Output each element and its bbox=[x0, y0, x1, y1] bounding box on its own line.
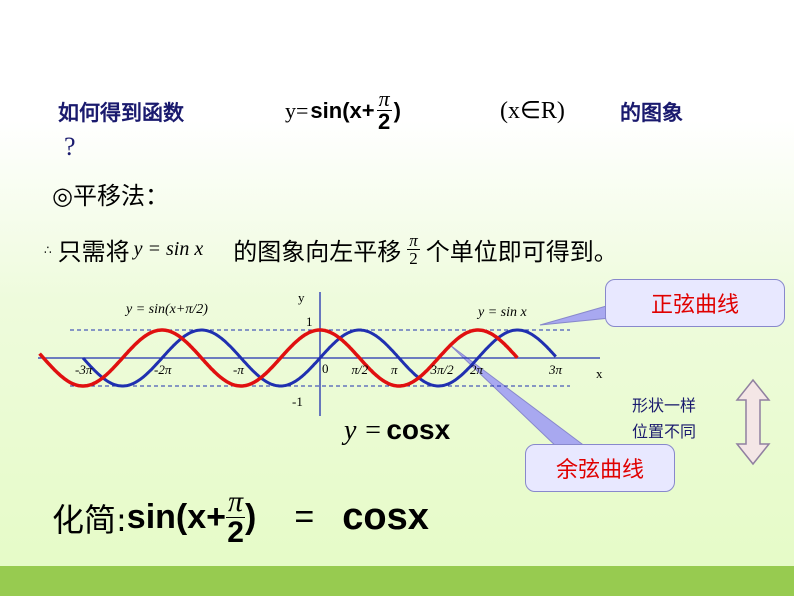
simplify-label: 化简: bbox=[52, 500, 127, 539]
question-prefix: 如何得到函数 bbox=[58, 101, 184, 125]
shifted-curve bbox=[38, 328, 519, 388]
x-tick-label: -3π bbox=[75, 362, 93, 377]
denominator: 2 bbox=[409, 249, 418, 268]
sine-curve bbox=[81, 328, 557, 388]
simplify-close: ) bbox=[245, 498, 257, 536]
note: 形状一样 位置不同 bbox=[632, 393, 696, 445]
note-line-1: 形状一样 bbox=[632, 396, 697, 415]
step-b: 的图象向左平移 bbox=[233, 238, 402, 266]
label-shifted: y = sin(x+π/2) bbox=[126, 302, 208, 317]
x-tick-label: 2π bbox=[470, 362, 484, 377]
denominator: 2 bbox=[378, 109, 391, 134]
x-axis-label: x bbox=[596, 366, 603, 381]
x-tick-label: π bbox=[391, 362, 398, 377]
y-cos-label: y = cosx bbox=[344, 414, 450, 447]
x-tick-label: π/2 bbox=[352, 362, 369, 377]
x-tick-label: 3π bbox=[548, 362, 563, 377]
step-function: y = sin x bbox=[133, 238, 204, 260]
func-close: ) bbox=[393, 97, 401, 123]
simplify-sin: sin(x+ bbox=[126, 498, 227, 536]
step-a: 只需将 bbox=[57, 238, 130, 266]
note-line-2: 位置不同 bbox=[632, 422, 697, 441]
footer-bar bbox=[0, 566, 794, 596]
simplify-result: cosx bbox=[342, 496, 429, 538]
question-suffix: 的图象 bbox=[620, 101, 683, 125]
y-tick-1: 1 bbox=[306, 314, 313, 329]
question-mark: ? bbox=[64, 132, 76, 161]
func-lhs: y= bbox=[285, 97, 309, 123]
therefore-symbol: ∴ bbox=[44, 242, 52, 257]
label-sine: y = sin x bbox=[478, 305, 527, 320]
numerator: π bbox=[376, 86, 392, 111]
origin-label: 0 bbox=[322, 361, 329, 376]
sine-callout: 正弦曲线 bbox=[605, 279, 785, 327]
y-axis-label: y bbox=[298, 290, 305, 305]
x-tick-label: 3π/2 bbox=[430, 362, 455, 377]
x-tick-label: -π bbox=[233, 362, 244, 377]
cosine-callout: 余弦曲线 bbox=[525, 444, 675, 492]
func-sin: sin(x+ bbox=[310, 97, 375, 123]
step-c: 个单位即可得到。 bbox=[425, 238, 618, 266]
double-arrow-icon bbox=[735, 378, 771, 466]
y-tick-neg-1: -1 bbox=[292, 394, 303, 409]
question-domain: (x∈R) bbox=[500, 98, 565, 124]
method-heading: ◎平移法： bbox=[52, 182, 169, 210]
ycos-lhs: y = bbox=[344, 415, 383, 446]
equals-sign: = bbox=[294, 498, 315, 536]
numerator: π bbox=[226, 485, 246, 518]
x-tick-label: -2π bbox=[154, 362, 172, 377]
denominator: 2 bbox=[227, 516, 244, 549]
ycos-rhs: cosx bbox=[386, 414, 451, 445]
numerator: π bbox=[407, 231, 420, 250]
